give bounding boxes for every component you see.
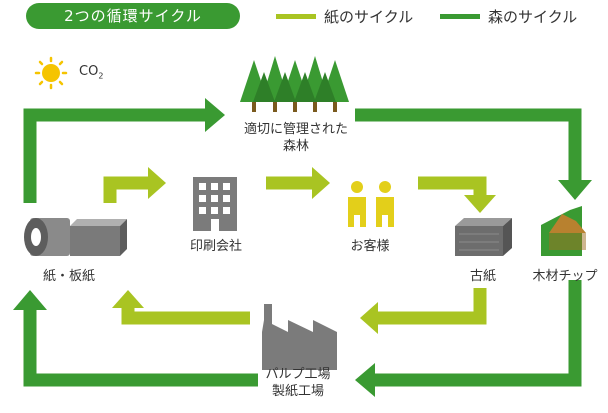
sun-icon xyxy=(34,56,68,90)
pulp-mill-label-line2: 製紙工場 xyxy=(271,384,324,399)
forest-label-line2: 森林 xyxy=(282,139,309,154)
building-icon xyxy=(193,177,237,231)
forest-cycle-swatch xyxy=(440,13,480,19)
customer-label: お客様 xyxy=(350,239,390,254)
title-pill: 2つの循環サイクル xyxy=(26,3,240,29)
forest-cycle-arrows xyxy=(13,98,592,397)
paper-label: 紙・板紙 xyxy=(42,269,95,284)
used-paper-icon xyxy=(455,218,512,256)
factory-icon xyxy=(262,304,337,370)
people-icon xyxy=(348,181,394,227)
paperboard-icon xyxy=(70,219,127,256)
legend-forest-cycle: 森のサイクル xyxy=(440,3,577,29)
paper-roll-icon xyxy=(24,218,70,256)
forest-label: 適切に管理された 森林 xyxy=(228,121,364,155)
paper-cycle-arrows xyxy=(103,167,496,334)
wood-chips-label: 木材チップ xyxy=(532,269,598,284)
pulp-mill-label-line1: パルプ工場 xyxy=(265,367,331,382)
legend-forest-label: 森のサイクル xyxy=(488,7,578,26)
legend-paper-label: 紙のサイクル xyxy=(324,7,414,26)
co2-label: CO2 xyxy=(79,64,104,81)
forest-icon xyxy=(240,56,349,112)
wood-chips-icon xyxy=(541,206,586,256)
printing-label: 印刷会社 xyxy=(189,239,242,254)
legend-paper-cycle: 紙のサイクル xyxy=(276,3,413,29)
pulp-mill-label: パルプ工場 製紙工場 xyxy=(246,366,350,400)
used-paper-label: 古紙 xyxy=(469,269,496,284)
forest-label-line1: 適切に管理された xyxy=(243,122,348,137)
paper-cycle-swatch xyxy=(276,13,316,19)
